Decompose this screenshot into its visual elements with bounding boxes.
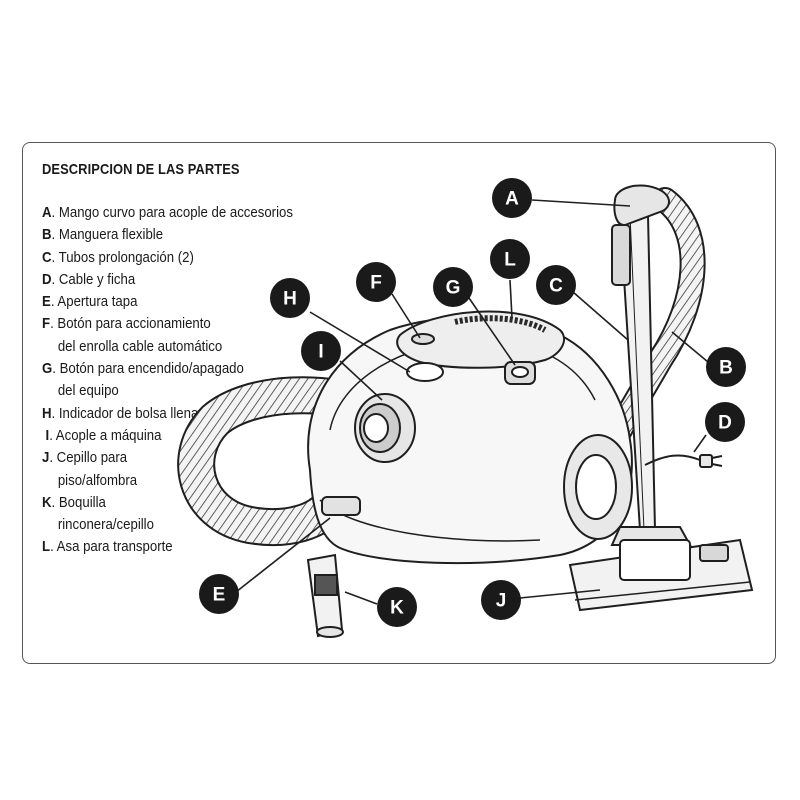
- item-letter: H: [42, 404, 52, 422]
- item-text: Cepillo para: [53, 449, 128, 467]
- item-letter: J: [42, 449, 50, 467]
- svg-text:I: I: [318, 342, 323, 363]
- item-letter: I: [45, 426, 50, 444]
- item-text: Apertura tapa: [54, 293, 138, 311]
- item-letter: D: [42, 270, 52, 288]
- item-text: Mango curvo para acople de accesorios: [55, 204, 293, 221]
- item-letter: E: [42, 293, 51, 311]
- page-title: DESCRIPCION DE LAS PARTES: [42, 161, 240, 178]
- item-text: Asa para transporte: [53, 538, 173, 556]
- item-text: Acople a máquina: [52, 426, 162, 444]
- item-text: Manguera flexible: [55, 226, 164, 244]
- svg-text:D: D: [718, 413, 732, 434]
- svg-text:J: J: [496, 591, 507, 612]
- item-letter: B: [42, 226, 52, 244]
- svg-text:H: H: [283, 289, 297, 310]
- item-text: Cable y ficha: [55, 270, 136, 288]
- item-text: Indicador de bolsa llena: [55, 404, 199, 422]
- item-letter: G: [42, 360, 53, 378]
- flexible-hose: [177, 187, 706, 547]
- svg-text:F: F: [370, 273, 382, 294]
- vacuum-body: [307, 310, 633, 565]
- extension-tube: [611, 184, 670, 531]
- svg-text:K: K: [390, 598, 404, 619]
- item-text: Botón para accionamiento: [53, 315, 211, 333]
- callout-i: I: [301, 331, 341, 371]
- svg-text:E: E: [213, 585, 226, 606]
- list-item: H. Indicador de bolsa llena: [42, 404, 199, 422]
- list-item: D. Cable y ficha: [42, 270, 136, 288]
- svg-text:G: G: [446, 278, 461, 299]
- item-text-continued: del equipo: [57, 382, 119, 400]
- callout-k: K: [377, 587, 417, 627]
- callout-b: B: [706, 347, 746, 387]
- item-text-continued: del enrolla cable automático: [57, 337, 223, 355]
- leader-lines: [235, 199, 709, 605]
- item-letter: F: [42, 315, 51, 333]
- list-item: B. Manguera flexible: [42, 226, 164, 244]
- callout-l: L: [490, 239, 530, 279]
- callout-a: A: [492, 178, 532, 218]
- list-item: A. Mango curvo para acople de accesorios: [42, 204, 293, 221]
- power-cord: [644, 454, 723, 468]
- callout-g: G: [433, 267, 473, 307]
- svg-text:L: L: [504, 250, 516, 271]
- item-letter: A: [42, 204, 52, 221]
- crevice-nozzle: [306, 553, 344, 638]
- item-letter: C: [42, 248, 52, 266]
- diagram-frame: [22, 142, 776, 664]
- callout-j: J: [481, 580, 521, 620]
- callout-c: C: [536, 265, 576, 305]
- parts-list: A. Mango curvo para acople de accesorios…: [42, 202, 293, 559]
- item-letter: K: [42, 493, 52, 511]
- item-letter: L: [42, 538, 51, 556]
- callout-d: D: [705, 402, 745, 442]
- svg-text:A: A: [505, 189, 519, 210]
- item-text: Tubos prolongación (2): [55, 248, 194, 266]
- list-item: E. Apertura tapa: [42, 293, 138, 311]
- callout-h: H: [270, 278, 310, 318]
- list-item: I. Acople a máquina: [45, 426, 162, 444]
- item-text-continued: piso/alfombra: [57, 471, 138, 489]
- item-text: Boquilla: [55, 493, 106, 511]
- callout-f: F: [356, 262, 396, 302]
- svg-text:B: B: [719, 358, 733, 379]
- floor-brush: [568, 526, 754, 612]
- list-item: L. Asa para transporte: [42, 538, 173, 556]
- list-item: C. Tubos prolongación (2): [42, 248, 194, 266]
- callout-e: E: [199, 574, 239, 614]
- svg-text:C: C: [549, 276, 563, 297]
- item-text-continued: rinconera/cepillo: [57, 516, 154, 534]
- item-text: Botón para encendido/apagado: [55, 360, 244, 378]
